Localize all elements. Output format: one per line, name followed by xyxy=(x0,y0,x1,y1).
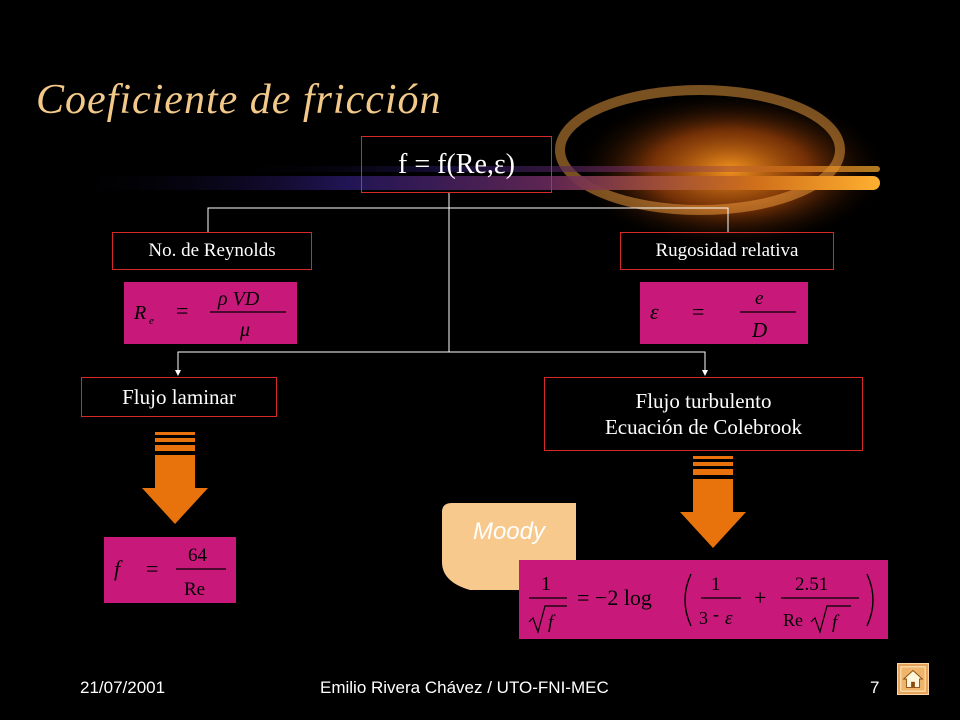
colebrook-label: Ecuación de Colebrook xyxy=(604,415,803,439)
slide-title: Coeficiente de fricción xyxy=(36,77,442,123)
svg-text:μ: μ xyxy=(239,319,250,341)
footer-author: Emilio Rivera Chávez / UTO-FNI-MEC xyxy=(320,678,609,697)
svg-text:Re: Re xyxy=(184,579,205,600)
svg-text:Re: Re xyxy=(783,610,803,630)
svg-text:e: e xyxy=(149,315,154,327)
svg-text:=: = xyxy=(176,298,188,323)
svg-text:=: = xyxy=(692,299,704,324)
svg-text:=: = xyxy=(146,556,158,581)
svg-text:ε: ε xyxy=(725,608,733,629)
svg-text:= −2 log: = −2 log xyxy=(577,585,652,610)
colebrook-formula: 1 f = −2 log 1 3 - ε + 2.51 Re f xyxy=(519,560,888,639)
laminar-friction-formula: f = 64 Re xyxy=(104,537,236,603)
svg-text:+: + xyxy=(754,585,766,610)
svg-text:f: f xyxy=(114,556,123,581)
svg-text:64: 64 xyxy=(188,545,208,566)
reynolds-formula: R e = ρ VD μ xyxy=(124,282,297,344)
laminar-flow-label: Flujo laminar xyxy=(122,384,236,409)
svg-text:f: f xyxy=(548,612,556,633)
svg-text:D: D xyxy=(751,318,767,342)
svg-text:3: 3 xyxy=(699,608,708,628)
roughness-label-box: Rugosidad relativa xyxy=(620,232,834,270)
roughness-label: Rugosidad relativa xyxy=(655,240,799,261)
footer-date: 21/07/2001 xyxy=(80,678,166,697)
svg-text:1: 1 xyxy=(541,573,551,595)
laminar-flow-box: Flujo laminar xyxy=(81,377,277,417)
svg-text:f: f xyxy=(832,612,840,633)
svg-text:ε: ε xyxy=(650,299,659,324)
svg-text:e: e xyxy=(755,288,763,309)
moody-label[interactable]: Moody xyxy=(472,518,546,545)
home-button[interactable] xyxy=(897,663,929,695)
svg-text:1: 1 xyxy=(711,574,721,595)
main-formula: f = f(Re,ε) xyxy=(398,148,515,180)
turbulent-flow-box: Flujo turbulento Ecuación de Colebrook xyxy=(544,377,863,451)
main-formula-box: f = f(Re,ε) xyxy=(361,136,552,193)
svg-text:2.51: 2.51 xyxy=(795,574,828,595)
home-icon xyxy=(900,666,926,692)
reynolds-label: No. de Reynolds xyxy=(148,240,276,261)
down-arrow-icon xyxy=(142,432,208,524)
down-arrow-icon xyxy=(680,456,746,548)
roughness-formula: ε = e D xyxy=(640,282,808,344)
svg-text:R: R xyxy=(133,302,146,324)
page-number: 7 xyxy=(870,678,880,697)
reynolds-label-box: No. de Reynolds xyxy=(112,232,312,270)
svg-text:ρ VD: ρ VD xyxy=(217,288,260,310)
turbulent-flow-label: Flujo turbulento xyxy=(635,388,772,413)
svg-text:-: - xyxy=(713,604,719,624)
